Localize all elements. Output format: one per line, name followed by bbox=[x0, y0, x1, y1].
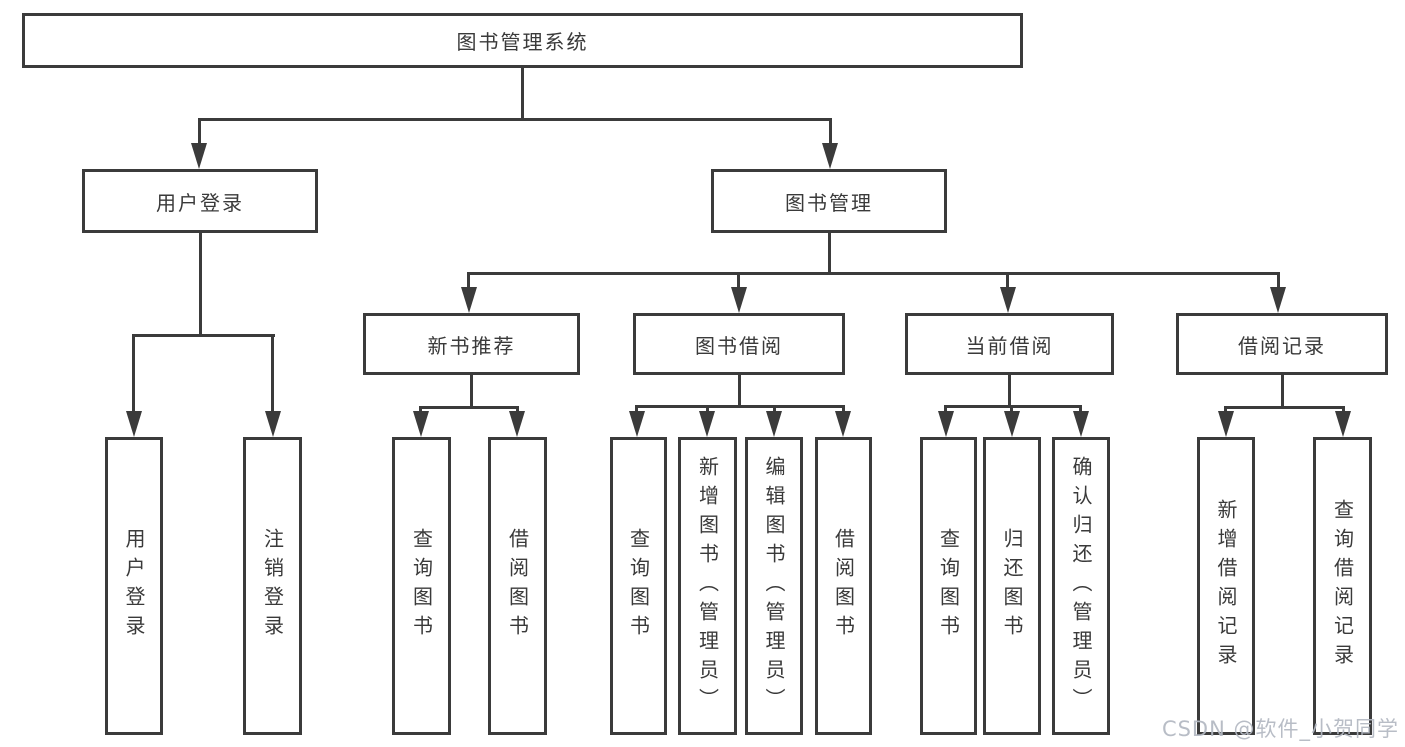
leaf-cb-return-book-label: 归还图书 bbox=[1000, 528, 1024, 644]
edge-line bbox=[828, 233, 831, 275]
edge-line bbox=[132, 334, 275, 337]
arrow-down-icon bbox=[938, 411, 954, 437]
edge-line bbox=[1010, 405, 1013, 411]
edge-line bbox=[1006, 272, 1009, 287]
edge-line bbox=[944, 405, 947, 411]
leaf-cb-confirm-return-label: 确认归还（管理员） bbox=[1069, 455, 1093, 717]
node-borrow-record-label: 借阅记录 bbox=[1238, 333, 1326, 358]
edge-line bbox=[271, 334, 274, 411]
edge-line bbox=[199, 233, 202, 337]
arrow-down-icon bbox=[1218, 411, 1234, 437]
leaf-bb-add-book: 新增图书（管理员） bbox=[678, 437, 737, 735]
edge-line bbox=[842, 405, 845, 411]
edge-line bbox=[1281, 375, 1284, 409]
edge-line bbox=[470, 375, 473, 409]
arrow-down-icon bbox=[766, 411, 782, 437]
edge-line bbox=[1277, 272, 1280, 287]
edge-line bbox=[1224, 406, 1227, 411]
node-book-mgmt-label: 图书管理 bbox=[785, 190, 873, 215]
leaf-cb-return-book: 归还图书 bbox=[983, 437, 1041, 735]
edge-line bbox=[198, 118, 201, 143]
edge-line bbox=[467, 272, 1280, 275]
arrow-down-icon bbox=[191, 143, 207, 169]
edge-line bbox=[635, 405, 638, 411]
node-new-book-rec-label: 新书推荐 bbox=[427, 333, 516, 358]
arrow-down-icon bbox=[126, 411, 142, 437]
edge-line bbox=[1008, 375, 1011, 408]
edge-line bbox=[467, 272, 470, 287]
leaf-cb-query-book: 查询图书 bbox=[920, 437, 977, 735]
node-current-borrow: 当前借阅 bbox=[905, 313, 1114, 375]
edge-line bbox=[635, 405, 845, 408]
arrow-down-icon bbox=[1073, 411, 1089, 437]
node-user-login: 用户登录 bbox=[82, 169, 318, 233]
leaf-br-query-record-label: 查询借阅记录 bbox=[1330, 499, 1355, 673]
edge-line bbox=[521, 68, 524, 121]
node-new-book-rec: 新书推荐 bbox=[363, 313, 580, 375]
arrow-down-icon bbox=[822, 143, 838, 169]
leaf-br-add-record-label: 新增借阅记录 bbox=[1214, 499, 1238, 673]
node-book-mgmt: 图书管理 bbox=[711, 169, 947, 233]
leaf-cb-confirm-return: 确认归还（管理员） bbox=[1052, 437, 1110, 735]
leaf-bb-add-book-label: 新增图书（管理员） bbox=[695, 455, 720, 717]
arrow-down-icon bbox=[1004, 411, 1020, 437]
edge-line bbox=[706, 405, 709, 411]
arrow-down-icon bbox=[629, 411, 645, 437]
arrow-down-icon bbox=[1000, 287, 1016, 313]
node-root: 图书管理系统 bbox=[22, 13, 1023, 68]
leaf-br-query-record: 查询借阅记录 bbox=[1313, 437, 1372, 735]
arrow-down-icon bbox=[265, 411, 281, 437]
leaf-cb-query-book-label: 查询图书 bbox=[936, 528, 961, 644]
leaf-bb-borrow-book-label: 借阅图书 bbox=[831, 528, 856, 644]
arrow-down-icon bbox=[731, 287, 747, 313]
edge-line bbox=[419, 406, 519, 409]
edge-line bbox=[737, 272, 740, 287]
node-current-borrow-label: 当前借阅 bbox=[965, 333, 1054, 358]
node-book-borrow-label: 图书借阅 bbox=[695, 333, 783, 358]
edge-line bbox=[1079, 405, 1082, 411]
leaf-nbr-query-book-label: 查询图书 bbox=[409, 528, 434, 644]
arrow-down-icon bbox=[413, 411, 429, 437]
node-book-borrow: 图书借阅 bbox=[633, 313, 845, 375]
edge-line bbox=[944, 405, 1082, 408]
leaf-nbr-query-book: 查询图书 bbox=[392, 437, 451, 735]
leaf-logout: 注销登录 bbox=[243, 437, 302, 735]
node-borrow-record: 借阅记录 bbox=[1176, 313, 1388, 375]
edge-line bbox=[419, 406, 422, 411]
arrow-down-icon bbox=[461, 287, 477, 313]
leaf-bb-query-book: 查询图书 bbox=[610, 437, 667, 735]
edge-line bbox=[198, 118, 832, 121]
arrow-down-icon bbox=[699, 411, 715, 437]
leaf-login-label: 用户登录 bbox=[122, 528, 146, 644]
edge-line bbox=[516, 406, 519, 411]
edge-line bbox=[738, 375, 741, 408]
arrow-down-icon bbox=[1335, 411, 1351, 437]
leaf-bb-edit-book: 编辑图书（管理员） bbox=[745, 437, 803, 735]
edge-line bbox=[1224, 406, 1345, 409]
arrow-down-icon bbox=[835, 411, 851, 437]
leaf-bb-borrow-book: 借阅图书 bbox=[815, 437, 872, 735]
edge-line bbox=[132, 334, 135, 411]
leaf-nbr-borrow-book: 借阅图书 bbox=[488, 437, 547, 735]
leaf-bb-query-book-label: 查询图书 bbox=[626, 528, 651, 644]
leaf-login: 用户登录 bbox=[105, 437, 163, 735]
leaf-bb-edit-book-label: 编辑图书（管理员） bbox=[762, 455, 786, 717]
edge-line bbox=[829, 118, 832, 143]
node-user-login-label: 用户登录 bbox=[156, 190, 244, 215]
leaf-br-add-record: 新增借阅记录 bbox=[1197, 437, 1255, 735]
leaf-logout-label: 注销登录 bbox=[260, 528, 285, 644]
edge-line bbox=[773, 405, 776, 411]
arrow-down-icon bbox=[1270, 287, 1286, 313]
node-root-label: 图书管理系统 bbox=[456, 30, 589, 54]
arrow-down-icon bbox=[509, 411, 525, 437]
leaf-nbr-borrow-book-label: 借阅图书 bbox=[505, 528, 530, 644]
edge-line bbox=[1342, 406, 1345, 411]
